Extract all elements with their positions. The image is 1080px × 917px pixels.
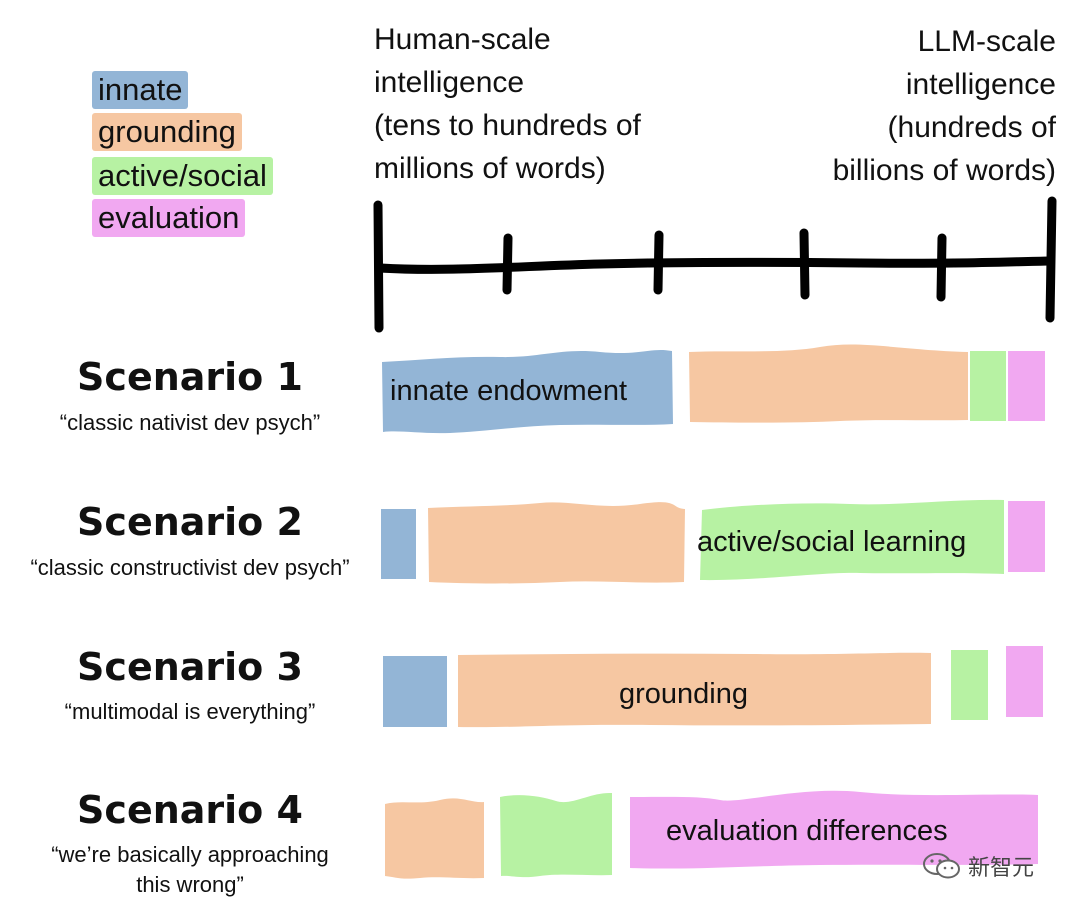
legend-item-active-social: active/social: [92, 157, 273, 195]
segment-innate: [383, 656, 447, 727]
segment-grounding: [458, 652, 931, 728]
scenario-2-bar: [381, 499, 1045, 584]
axis-label-left: Human-scale intelligence (tens to hundre…: [374, 18, 641, 190]
scenario-3-title: Scenario 3: [77, 645, 303, 689]
axis-tick-2: [653, 230, 664, 295]
axis-tick-4: [936, 233, 947, 302]
axis-label-right-line: intelligence: [905, 68, 1056, 101]
axis-label-left-line: (tens to hundreds of: [374, 109, 641, 142]
legend-item-evaluation: evaluation: [92, 199, 246, 237]
scenario-4-title: Scenario 4: [77, 788, 303, 832]
segment-evaluation: [630, 790, 1038, 869]
watermark: 新智元: [922, 850, 1034, 882]
scenario-1-bar: [382, 344, 1045, 434]
axis-label-left-line: intelligence: [374, 66, 525, 99]
scale-axis: [373, 196, 1057, 333]
axis-label-left-line: millions of words): [374, 152, 606, 185]
axis-end-left: [373, 200, 384, 333]
axis-label-right-line: billions of words): [832, 154, 1056, 187]
segment-grounding: [385, 798, 484, 879]
segment-evaluation: [1006, 646, 1043, 717]
scenario-2-subtitle: “classic constructivist dev psych”: [30, 555, 350, 580]
scenario-3-bar: [383, 646, 1043, 728]
legend-item-grounding: grounding: [92, 113, 242, 151]
segment-innate: [381, 509, 416, 579]
scenario-4-subtitle: “we’re basically approaching this wrong”: [0, 840, 380, 900]
segment-evaluation: [1008, 501, 1045, 572]
scenario-1-subtitle: “classic nativist dev psych”: [59, 410, 321, 435]
scenario-4-subtitle-line: “we’re basically approaching: [51, 842, 329, 867]
segment-active-social: [951, 650, 988, 720]
axis-label-right-line: LLM-scale: [917, 25, 1056, 58]
segment-active-social: [500, 792, 612, 878]
legend-item-innate: innate: [92, 71, 189, 109]
scenario-3-subtitle: “multimodal is everything”: [64, 699, 316, 724]
segment-evaluation: [1008, 351, 1045, 421]
wechat-icon: [923, 853, 960, 879]
axis-tick-3: [799, 228, 810, 300]
scenario-1-title: Scenario 1: [77, 355, 303, 399]
axis-label-right-line: (hundreds of: [887, 111, 1056, 144]
axis-tick-1: [502, 233, 513, 295]
segment-innate: [382, 349, 673, 434]
axis-line: [375, 256, 1055, 274]
segment-active-social: [970, 351, 1006, 421]
axis-end-right: [1045, 196, 1057, 323]
axis-label-right: LLM-scale intelligence (hundreds of bill…: [833, 20, 1056, 192]
scenario-2-title: Scenario 2: [77, 500, 303, 544]
scenario-4-subtitle-line: this wrong”: [136, 872, 244, 897]
axis-label-left-line: Human-scale: [374, 23, 551, 56]
segment-grounding: [689, 344, 968, 423]
segment-grounding: [428, 502, 685, 584]
scenario-4-bar: [385, 790, 1038, 879]
watermark-text: 新智元: [968, 855, 1035, 880]
segment-active-social: [700, 499, 1004, 581]
